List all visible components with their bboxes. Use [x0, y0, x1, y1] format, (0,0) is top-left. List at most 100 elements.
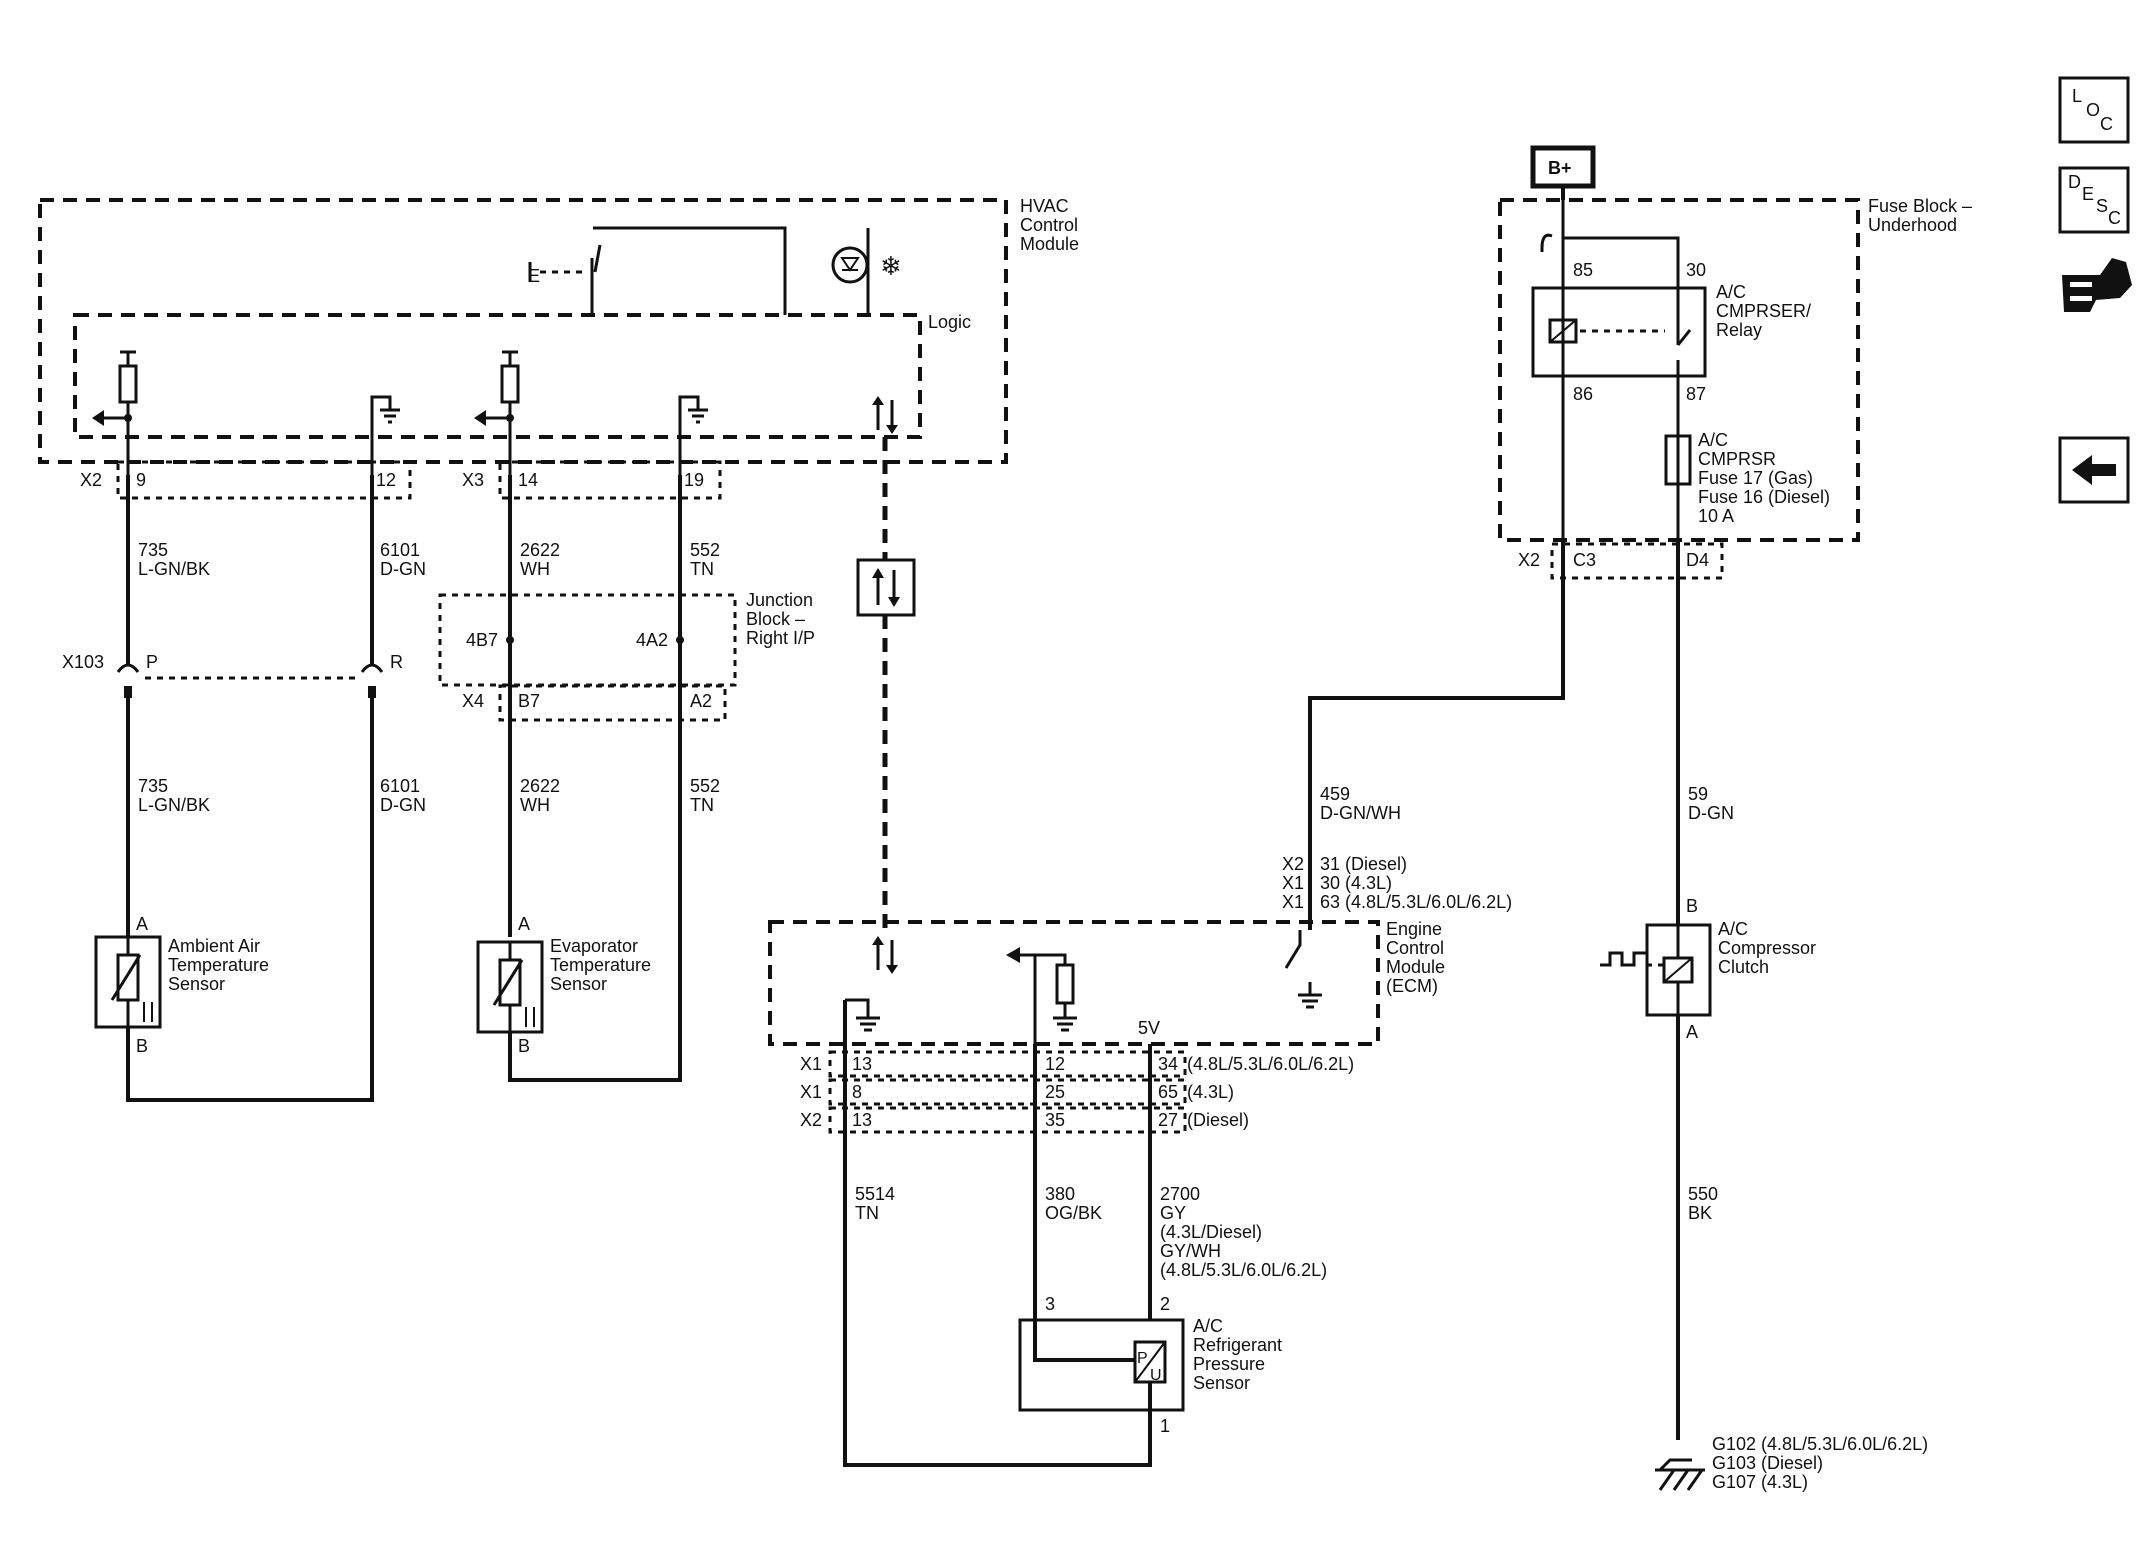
svg-text:63 (4.8L/5.3L/6.0L/6.2L): 63 (4.8L/5.3L/6.0L/6.2L) [1320, 892, 1512, 912]
back-button[interactable] [2058, 436, 2130, 504]
svg-text:B: B [136, 1036, 148, 1056]
svg-text:3: 3 [1045, 1294, 1055, 1314]
svg-text:WH: WH [520, 559, 550, 579]
connector-wrench-icon[interactable] [2062, 258, 2132, 312]
junction-block-right-ip: 4B7 4A2 Junction Block – Right I/P X4 B7… [438, 590, 815, 722]
svg-text:D-GN: D-GN [380, 795, 426, 815]
logic-label: Logic [928, 312, 971, 332]
svg-text:4B7: 4B7 [466, 630, 498, 650]
back-arrow-icon [2072, 455, 2116, 485]
svg-text:Evaporator: Evaporator [550, 936, 638, 956]
svg-text:X2: X2 [80, 470, 102, 490]
svg-text:(4.8L/5.3L/6.0L/6.2L): (4.8L/5.3L/6.0L/6.2L) [1160, 1260, 1327, 1280]
svg-text:735: 735 [138, 776, 168, 796]
svg-text:CMPRSER/: CMPRSER/ [1716, 301, 1811, 321]
serial-data-link [856, 437, 916, 930]
svg-text:31 (Diesel): 31 (Diesel) [1320, 854, 1407, 874]
fuse-block-underhood: Fuse Block – Underhood 85 30 86 87 A/C C… [1498, 196, 1972, 542]
svg-text:Underhood: Underhood [1868, 215, 1957, 235]
svg-text:Relay: Relay [1716, 320, 1762, 340]
svg-text:12: 12 [1045, 1054, 1065, 1074]
indicator-lamp-icon [831, 246, 869, 284]
wire-735 [116, 475, 384, 1102]
svg-text:D-GN: D-GN [380, 559, 426, 579]
svg-text:X1: X1 [800, 1054, 822, 1074]
svg-text:WH: WH [520, 795, 550, 815]
svg-text:A: A [518, 914, 530, 934]
svg-text:R: R [390, 652, 403, 672]
svg-text:X2: X2 [1282, 854, 1304, 874]
connector-x2-x3: X2 9 12 X3 14 19 [80, 460, 722, 500]
serial-data-icon [856, 558, 916, 617]
svg-text:459: 459 [1320, 784, 1350, 804]
svg-text:(4.8L/5.3L/6.0L/6.2L): (4.8L/5.3L/6.0L/6.2L) [1187, 1054, 1354, 1074]
svg-text:Temperature: Temperature [550, 955, 651, 975]
svg-text:X1: X1 [1282, 873, 1304, 893]
svg-text:U: U [1150, 1367, 1162, 1384]
loc-button[interactable]: L O C [2058, 76, 2130, 144]
svg-text:D4: D4 [1686, 550, 1709, 570]
svg-text:(Diesel): (Diesel) [1187, 1110, 1249, 1130]
svg-text:OG/BK: OG/BK [1045, 1203, 1102, 1223]
desc-button[interactable]: D E S C [2058, 166, 2130, 234]
svg-text:A/C: A/C [1698, 430, 1728, 450]
svg-text:Sensor: Sensor [168, 974, 225, 994]
svg-text:14: 14 [518, 470, 538, 490]
svg-text:6101: 6101 [380, 776, 420, 796]
hvac-internal-circuits [92, 350, 898, 475]
svg-text:34: 34 [1158, 1054, 1178, 1074]
svg-text:Fuse 17 (Gas): Fuse 17 (Gas) [1698, 468, 1813, 488]
desc-letter-e: E [2082, 184, 2094, 204]
svg-text:13: 13 [852, 1054, 872, 1074]
svg-text:B7: B7 [518, 691, 540, 711]
svg-text:735: 735 [138, 540, 168, 560]
loc-letter-c: C [2100, 114, 2113, 134]
svg-text:X1: X1 [1282, 892, 1304, 912]
desc-letter-d: D [2068, 172, 2081, 192]
svg-text:86: 86 [1573, 384, 1593, 404]
svg-text:CMPRSR: CMPRSR [1698, 449, 1776, 469]
svg-text:B: B [1686, 896, 1698, 916]
svg-text:(4.3L/Diesel): (4.3L/Diesel) [1160, 1222, 1262, 1242]
svg-text:2700: 2700 [1160, 1184, 1200, 1204]
svg-text:65: 65 [1158, 1082, 1178, 1102]
svg-text:30 (4.3L): 30 (4.3L) [1320, 873, 1392, 893]
desc-letter-c: C [2108, 208, 2121, 228]
wire-2622-552 [508, 475, 682, 1082]
desc-letter-s: S [2096, 196, 2108, 216]
svg-text:8: 8 [852, 1082, 862, 1102]
svg-text:HVAC: HVAC [1020, 196, 1069, 216]
b-plus-terminal: B+ [1530, 145, 1596, 200]
svg-text:12: 12 [376, 470, 396, 490]
svg-text:D-GN/WH: D-GN/WH [1320, 803, 1401, 823]
svg-text:X4: X4 [462, 691, 484, 711]
ground-icon [1655, 1458, 1705, 1491]
svg-text:A: A [1686, 1022, 1698, 1042]
ecm-connector-rows: X1 13 12 34 (4.8L/5.3L/6.0L/6.2L) X1 8 2… [800, 1050, 1354, 1134]
ac-refrigerant-pressure-sensor: P U 3 2 1 A/C Refrigerant Pressure Senso… [1018, 1294, 1282, 1436]
hvac-control-module: HVAC Control Module Logic E ❄ [38, 196, 1079, 464]
svg-text:2622: 2622 [520, 776, 560, 796]
svg-text:TN: TN [855, 1203, 879, 1223]
svg-text:(ECM): (ECM) [1386, 976, 1438, 996]
svg-text:5V: 5V [1138, 1018, 1160, 1038]
wire-459 [1308, 538, 1565, 930]
svg-text:(4.3L): (4.3L) [1187, 1082, 1234, 1102]
svg-text:Sensor: Sensor [1193, 1373, 1250, 1393]
svg-text:Compressor: Compressor [1718, 938, 1816, 958]
svg-text:GY/WH: GY/WH [1160, 1241, 1221, 1261]
svg-text:Engine: Engine [1386, 919, 1442, 939]
svg-text:GY: GY [1160, 1203, 1186, 1223]
svg-text:2622: 2622 [520, 540, 560, 560]
svg-text:L-GN/BK: L-GN/BK [138, 795, 210, 815]
svg-text:L-GN/BK: L-GN/BK [138, 559, 210, 579]
connector-x2-fuse-block: X2 C3 D4 [1518, 542, 1724, 580]
svg-text:6101: 6101 [380, 540, 420, 560]
svg-text:552: 552 [690, 540, 720, 560]
svg-text:X2: X2 [1518, 550, 1540, 570]
svg-text:Fuse Block –: Fuse Block – [1868, 196, 1972, 216]
loc-letter-l: L [2072, 86, 2082, 106]
wire-59-550 [1655, 538, 1705, 1491]
svg-text:Control: Control [1386, 938, 1444, 958]
